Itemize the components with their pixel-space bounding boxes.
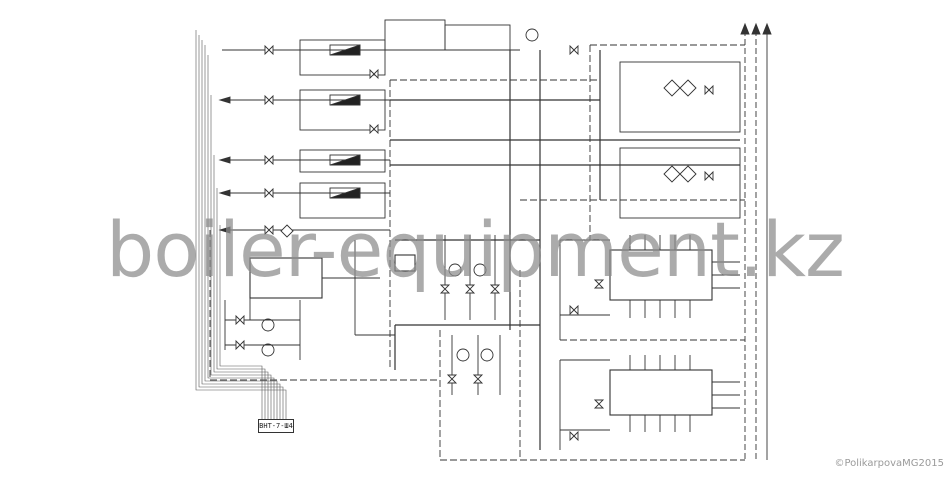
bypass-loops xyxy=(299,19,511,219)
right-vertical-arrows xyxy=(740,22,772,460)
boiler-connections xyxy=(559,235,740,450)
pumps xyxy=(261,28,539,362)
dashed-headers xyxy=(209,44,745,461)
filter-units xyxy=(619,61,741,219)
boiler-tanks xyxy=(249,249,713,416)
main-headers xyxy=(390,50,740,450)
strainer-symbol xyxy=(280,224,294,238)
heat-exchangers xyxy=(329,44,361,199)
watermark-text: boiler-equipment.kz xyxy=(106,205,845,294)
outlet-lines xyxy=(218,49,520,234)
copyright-credit: ©PolikarpovaMG2015 xyxy=(834,458,944,469)
control-cable-bundle xyxy=(195,30,287,419)
valves xyxy=(235,44,714,442)
equipment-tag: ВНТ-7-Ш4 xyxy=(258,419,294,433)
